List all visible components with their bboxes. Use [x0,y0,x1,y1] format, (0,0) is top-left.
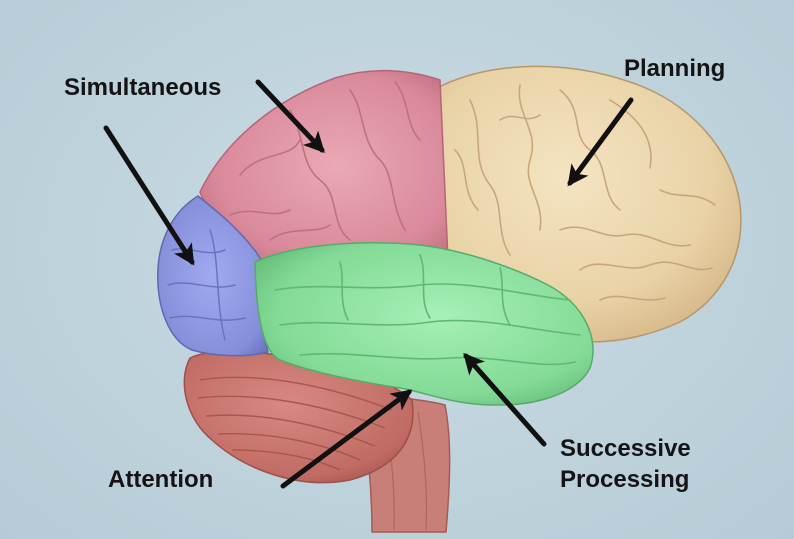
arrow-attention [280,389,413,489]
label-planning: Planning [624,55,726,82]
label-attention: Attention [108,466,214,493]
label-successive-processing: Successive Processing [560,433,691,495]
label-successive-line2: Processing [560,466,690,494]
arrows [103,79,634,489]
temporal-lobe [254,242,594,406]
arrow-successive [463,352,547,447]
arrow-planning [567,97,634,187]
arrow-simultaneous-parietal [255,79,325,154]
label-simultaneous: Simultaneous [64,74,222,101]
arrow-simultaneous-occipital [103,125,195,266]
label-successive-line1: Successive [560,435,691,462]
